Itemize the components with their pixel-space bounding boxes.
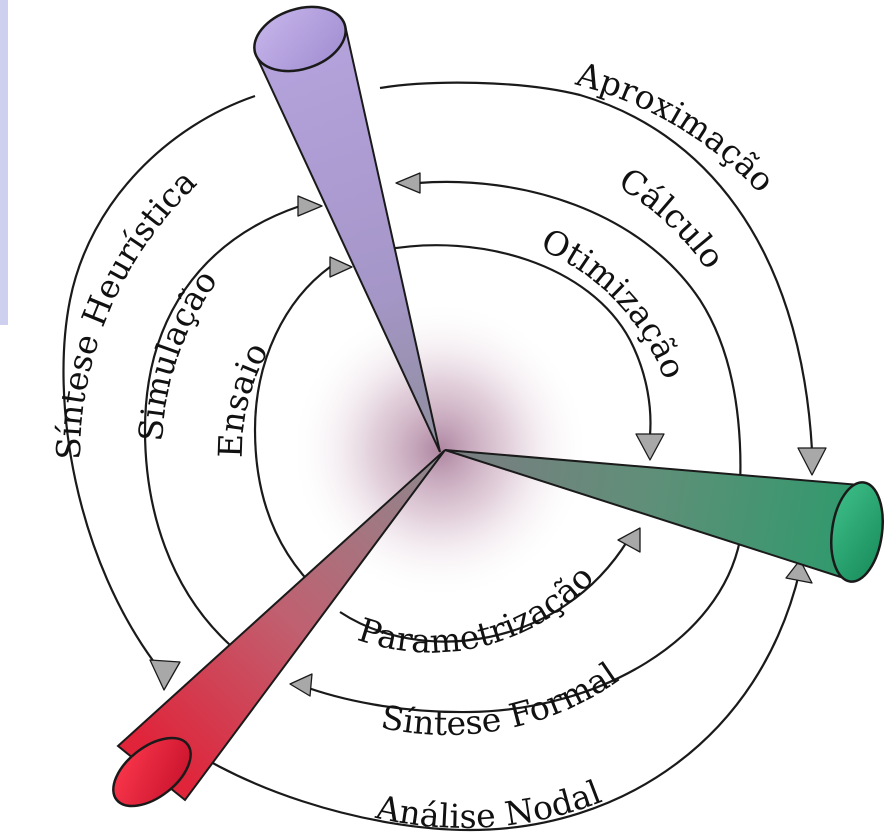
inner-arrow-left [330,257,352,277]
label-ensaio: Ensaio [211,336,276,458]
label-aproximacao: Aproximação [571,54,782,200]
label-simulacao: Simulação [131,262,225,442]
outer-arrow-left [150,660,180,690]
label-analise-nodal: Análise Nodal [372,772,606,836]
outer-arrow-top [798,448,826,475]
middle-arrow-left [298,196,322,216]
inner-arrow-top [636,434,664,460]
label-calculo: Cálculo [612,160,732,276]
middle-arrow-bottom [290,674,312,696]
label-sintese-formal: Síntese Formal [378,654,625,743]
middle-arrow-top [396,173,420,193]
